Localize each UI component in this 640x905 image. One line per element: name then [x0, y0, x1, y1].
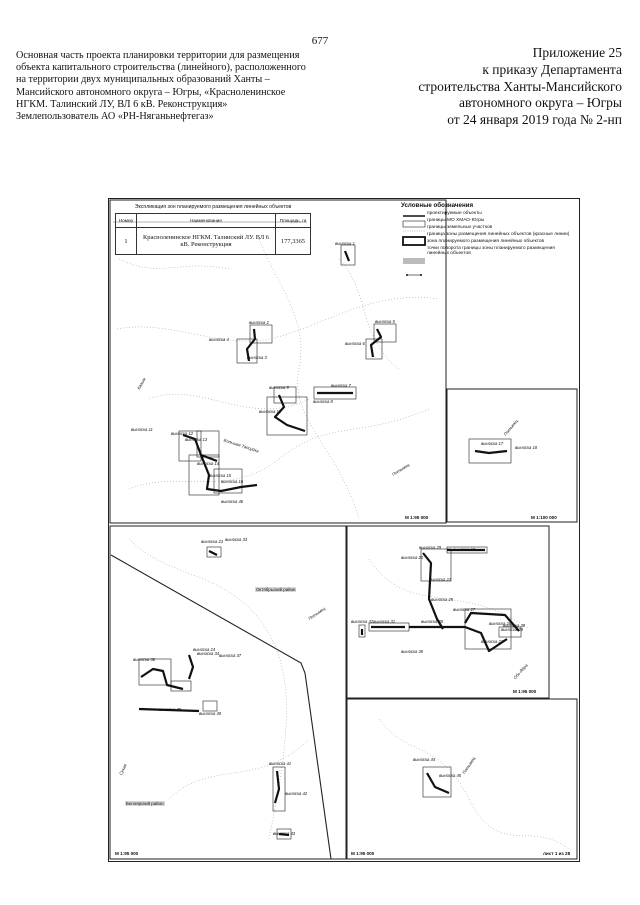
table-title: Экспликация зон планируемого размещения …: [134, 204, 292, 210]
legend-symbols: [402, 215, 426, 276]
callout-label: выноска 43: [273, 831, 296, 836]
callout-label: выноска 25: [431, 597, 454, 602]
project-lines: [182, 250, 508, 493]
callout-label: выноска 18: [515, 445, 538, 450]
table-cell-name: Красноленинское НГКМ. Талинский ЛУ. ВЛ 6…: [136, 227, 276, 256]
callout-label: выноска 20: [401, 555, 424, 560]
map-sheet: Экспликация зон планируемого размещения …: [108, 198, 580, 862]
callout-label: выноска 17: [481, 441, 504, 446]
header-left-line: Землепользователь АО «РН-Няганьнефтегаз»: [16, 111, 214, 123]
callout-label: выноска 22: [481, 639, 504, 644]
callout-label: выноска 21: [429, 577, 452, 582]
callout-label: выноска 32: [351, 619, 374, 624]
callout-label: выноска 35: [401, 649, 424, 654]
callout-label: выноска 41: [269, 761, 292, 766]
callout-label: выноска 23: [201, 539, 224, 544]
municipal-boundary: [110, 554, 332, 860]
panel-frame-bottom-left: [109, 525, 347, 860]
callout-label: выноска 4: [209, 337, 229, 342]
table-cell-number: 1: [115, 227, 137, 256]
region-label: Белоярский район: [125, 801, 165, 806]
header-right-line: строительства Ханты-Мансийского: [418, 78, 622, 94]
sheet-label: лист 1 из 28: [543, 851, 571, 856]
header-left-line: объекта капитального строительства (лине…: [16, 62, 306, 74]
callout-label: выноска 11: [131, 427, 153, 432]
callout-label: выноска 29: [419, 545, 442, 550]
callout-label: выноска 26: [489, 621, 512, 626]
callout-label: выноска 24: [193, 647, 216, 652]
callout-label: выноска 27: [453, 607, 476, 612]
callout-label: выноска 10: [259, 409, 282, 414]
panel-frame-bottom-right: [346, 698, 578, 860]
table-header: Номер: [115, 213, 137, 229]
callout-label: выноска 36: [133, 657, 156, 662]
panel-frame-mid-right: [346, 525, 550, 699]
callout-label: выноска 16: [221, 479, 244, 484]
callout-label: выноска 34: [197, 651, 220, 656]
page-number: 677: [311, 35, 329, 47]
header-right-line: Приложение 25: [532, 45, 622, 60]
table-header: Наименование: [136, 213, 276, 229]
callout-label: выноска 9: [269, 385, 289, 390]
callout-label: выноска 3: [247, 355, 267, 360]
callout-label: выноска 12: [171, 431, 194, 436]
table-row: 1 Красноленинское НГКМ. Талинский ЛУ. ВЛ…: [115, 227, 311, 256]
header-left-line: НГКМ. Талинский ЛУ, ВЛ 6 кВ. Реконструкц…: [16, 98, 228, 110]
legend-item: границы МО ХМАО-Югры: [427, 217, 485, 223]
header-right-line: к приказу Департамента: [482, 61, 622, 77]
legend-item: проектируемые объекты: [427, 210, 482, 216]
legend-item: границы земельных участков: [427, 224, 493, 230]
table-header: Площадь, га: [275, 213, 311, 229]
panel-frame-top-left: [109, 199, 447, 524]
scale-label: М 1:95 000: [115, 851, 139, 856]
region-label: Октябрьский район: [255, 587, 297, 592]
callout-label: выноска 14: [197, 461, 220, 466]
callout-label: выноска 15: [209, 473, 232, 478]
callout-frames: [178, 244, 512, 496]
legend-item: точки поворота границы зоны планируемого…: [427, 245, 555, 257]
scale-label: М 1:95 000: [351, 851, 375, 856]
callout-label: выноска 44: [413, 757, 436, 762]
callout-label: выноска 40: [199, 711, 222, 716]
legend-title: Условные обозначения: [401, 202, 474, 209]
header-description: Основная часть проекта планировки террит…: [16, 50, 386, 123]
explication-table: Экспликация зон планируемого размещения …: [115, 204, 311, 256]
callout-label: выноска 5: [375, 319, 395, 324]
header-right-line: от 24 января 2019 года № 2-нп: [447, 112, 622, 128]
header-appendix: Приложение 25 к приказу Департамента стр…: [398, 45, 622, 129]
callout-label: выноска 42: [285, 791, 308, 796]
header-right-line: автономного округа – Югры: [459, 95, 622, 111]
legend-item: граница зоны размещения линейных объекто…: [427, 231, 570, 237]
callout-label: выноска 45: [439, 773, 462, 778]
callout-label: выноска 6: [345, 341, 365, 346]
map-legend: Условные обозначения проектируемые объек…: [401, 203, 577, 258]
callout-label: выноска 1: [335, 241, 355, 246]
panel-frame-top-right: [446, 388, 578, 523]
table-cell-area: 177,3365: [275, 227, 311, 256]
callout-label: выноска 2: [249, 320, 269, 325]
header-left-line: Основная часть проекта планировки террит…: [16, 50, 300, 61]
callout-label: выноска 38: [503, 623, 526, 628]
callout-label: выноска 31: [373, 619, 396, 624]
callout-label: выноска 19: [453, 547, 476, 552]
callout-label: выноска 7: [331, 383, 351, 388]
scale-label: М 1:95 000: [513, 689, 537, 694]
callout-label: выноска 39: [159, 707, 182, 712]
scale-label: М 1:100 000: [531, 515, 557, 520]
callout-label: выноска 37: [219, 653, 242, 658]
scale-label: М 1:95 000: [405, 515, 429, 520]
callout-label: выноска 30: [421, 619, 444, 624]
callout-label: выноска 33: [225, 537, 248, 542]
map-drawing: [109, 199, 578, 860]
callout-label: выноска 46: [221, 499, 244, 504]
callout-label: выноска 13: [185, 437, 208, 442]
callout-label: выноска 8: [313, 399, 333, 404]
header-left-line: на территории двух муниципальных образов…: [16, 74, 270, 86]
legend-item: зона планируемого размещения линейных об…: [427, 238, 545, 244]
header-left-line: Мансийского автономного округа – Югры, «…: [16, 86, 286, 98]
callout-label: выноска 28: [501, 627, 524, 632]
